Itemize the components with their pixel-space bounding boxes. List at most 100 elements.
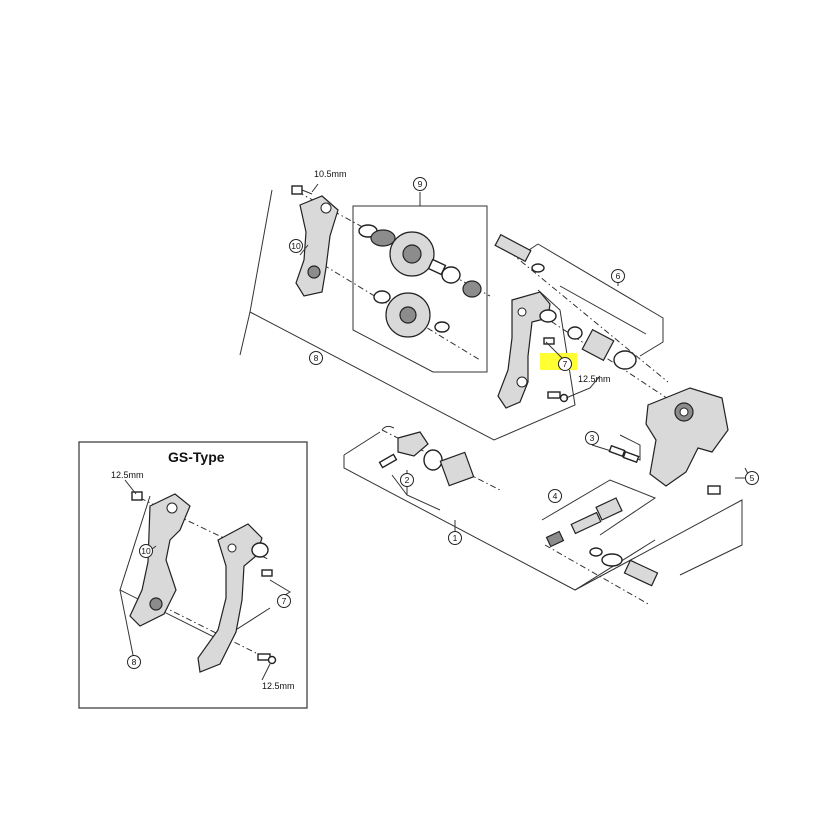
bracket-1	[343, 455, 656, 591]
bracket-4	[541, 479, 657, 536]
b-tension-plate	[397, 431, 429, 457]
bracket-lower	[574, 499, 743, 591]
snap-ring	[381, 425, 395, 431]
b-washer	[423, 449, 443, 471]
gs-top-bolt	[131, 491, 143, 501]
svg-text:7: 7	[563, 359, 568, 369]
washer-c	[441, 266, 461, 284]
outer-plate-10	[295, 195, 339, 297]
svg-text:8: 8	[314, 353, 319, 363]
cage-outline	[249, 189, 576, 441]
b-spring-1	[439, 451, 475, 487]
inner-plate-hole-bottom	[516, 376, 528, 388]
washer-f	[434, 321, 450, 333]
svg-text:9: 9	[418, 179, 423, 189]
leader-12-5	[565, 375, 601, 399]
svg-text:1: 1	[453, 533, 458, 543]
axis-b-link	[381, 429, 501, 491]
gs-callout-10: 10	[139, 544, 153, 558]
svg-text:10: 10	[291, 241, 301, 251]
leader-10-5	[311, 183, 319, 193]
washer-b	[370, 229, 396, 247]
adjust-screw-3b	[622, 450, 640, 464]
b-axle	[623, 559, 659, 587]
gs-axis-upper	[139, 497, 271, 561]
gs-leader-top	[124, 479, 137, 495]
top-bolt-shaft	[301, 189, 313, 195]
washer-e	[373, 290, 391, 304]
inner-plate-hole-top	[517, 307, 527, 317]
cable-adjuster-4	[595, 497, 623, 521]
gs-cage-outline	[119, 495, 271, 641]
gs-type-inset-frame	[78, 441, 308, 709]
body-pivot-inner	[679, 407, 689, 417]
gs-leader-12-5	[261, 663, 271, 681]
svg-text:3: 3	[590, 433, 595, 443]
seal-ring	[613, 350, 637, 370]
cable-fixing-bolt-5	[707, 485, 721, 495]
gs-axis-lower	[149, 599, 271, 661]
gs-inner-plate-8	[197, 523, 263, 673]
stopper-pin-7	[543, 337, 555, 345]
callout-10: 10	[289, 239, 303, 253]
bracket-6c	[559, 285, 647, 335]
pulley-box	[352, 205, 488, 373]
callout-3: 3	[585, 431, 599, 445]
callout-4: 4	[548, 489, 562, 503]
gs-pivot-bolt-washer	[267, 655, 277, 665]
gs-dim-top-bolt: 12.5mm	[111, 470, 144, 480]
axle-seal	[601, 553, 623, 567]
axis-spring	[499, 243, 669, 383]
lower-pulley-hub	[399, 306, 417, 324]
washer-d	[462, 280, 482, 298]
svg-text:10: 10	[141, 546, 151, 556]
gs-callout-8: 8	[127, 655, 141, 669]
adjuster-spring	[570, 511, 602, 535]
axle-washer	[589, 547, 603, 557]
leader-7	[545, 341, 563, 359]
bracket-6	[537, 243, 664, 357]
bracket-2	[391, 474, 441, 511]
pivot-bolt-washer	[559, 393, 569, 403]
p-axle	[494, 233, 532, 263]
gs-dim-bottom-bolt: 12.5mm	[262, 681, 295, 691]
outer-plate-hole-bottom	[307, 265, 321, 279]
gs-outer-plate-hole-top	[166, 502, 178, 514]
e-clip	[531, 263, 545, 273]
gs-type-title: GS-Type	[168, 449, 225, 465]
callout-1: 1	[448, 531, 462, 545]
pivot-bolt	[547, 391, 561, 399]
callout-7: 7	[558, 357, 572, 371]
adjust-screw-3a	[608, 444, 626, 458]
spring-bushing	[567, 326, 583, 340]
bracket-1b	[343, 431, 381, 456]
svg-text:2: 2	[405, 475, 410, 485]
gs-stopper-pin-7	[261, 569, 273, 577]
callout-9: 9	[413, 177, 427, 191]
svg-text:8: 8	[132, 657, 137, 667]
gs-outer-plate-10	[129, 493, 191, 627]
top-bolt-head	[291, 185, 303, 195]
callout-6: 6	[611, 269, 625, 283]
b-tension-screw-2	[378, 453, 398, 469]
dim-top-bolt: 10.5mm	[314, 169, 347, 179]
dim-pivot-bolt: 12.5mm	[578, 374, 611, 384]
svg-text:5: 5	[750, 473, 755, 483]
main-body	[645, 387, 729, 487]
tension-spring-6	[581, 328, 615, 362]
inner-plate-8	[497, 291, 551, 409]
gs-outer-plate-hole-bottom	[149, 597, 163, 611]
gs-leader-8	[119, 589, 135, 661]
adjuster-nut	[545, 530, 565, 548]
callout-8: 8	[309, 351, 323, 365]
gs-pivot-boss	[251, 542, 269, 558]
gs-callout-7: 7	[277, 594, 291, 608]
svg-text:7: 7	[282, 596, 287, 606]
leader-8	[239, 311, 251, 356]
svg-text:4: 4	[553, 491, 558, 501]
svg-text:6: 6	[616, 271, 621, 281]
cage-pivot-boss	[539, 309, 557, 323]
callout-5: 5	[745, 471, 759, 485]
